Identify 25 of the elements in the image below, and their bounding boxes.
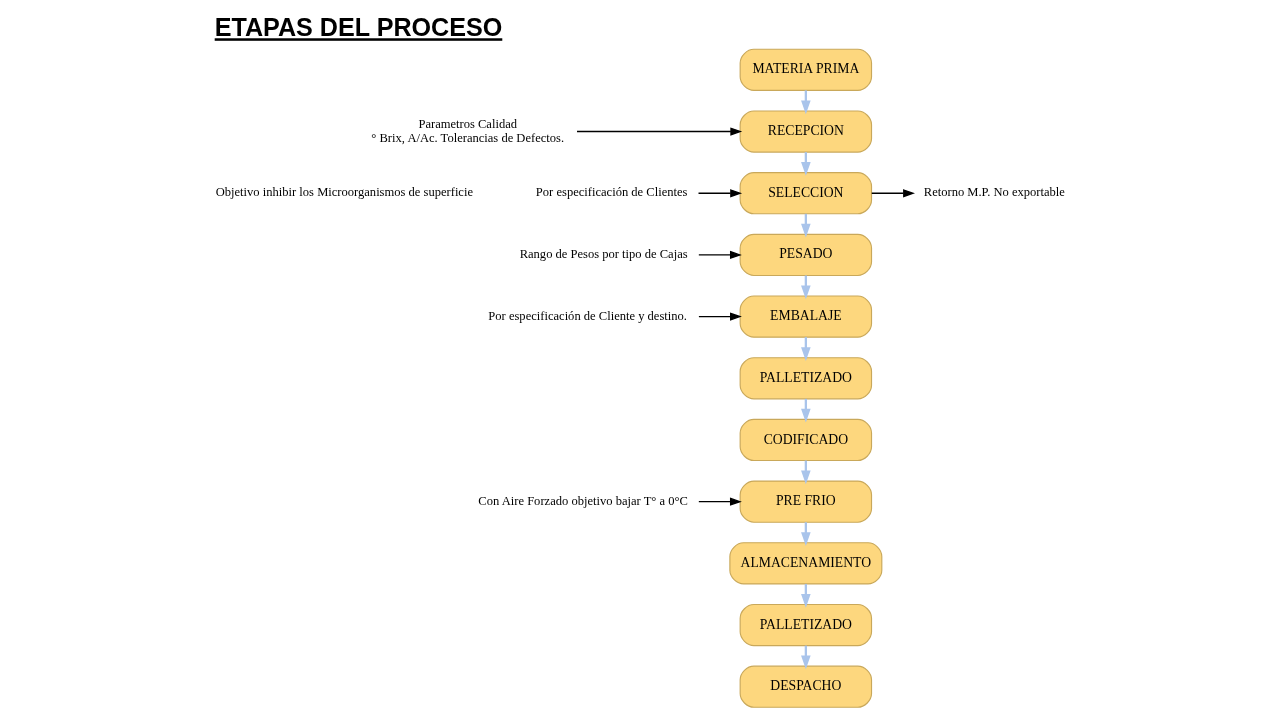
arrow [575, 127, 742, 136]
node-text: Con Aire Forzado objetivo bajar T° a 0°C [477, 493, 688, 508]
node-box: PALLETIZADO [739, 603, 872, 647]
node-text: Por especificación de Cliente y destino. [487, 308, 687, 323]
node-text: Retorno M.P. No exportable [923, 185, 1065, 200]
arrow [697, 250, 742, 260]
node-box: CODIFICADO [739, 418, 872, 462]
node-box: RECEPCION [739, 110, 872, 153]
diagram-title: ETAPAS DEL PROCESO [214, 13, 502, 42]
arrow [697, 189, 742, 198]
arrow [870, 189, 915, 198]
node-box: ALMACENAMIENTO [728, 542, 882, 585]
node-box: PALLETIZADO [739, 357, 872, 400]
arrow [697, 497, 742, 506]
node-box: SELECCION [739, 172, 872, 215]
label: Objetivo inhibir los Microorganismos de superficie [215, 185, 473, 200]
node-box: MATERIA PRIMA [739, 48, 872, 91]
node-box: DESPACHO [739, 665, 872, 708]
arrow [697, 312, 742, 321]
node-text: Por especificación de Clientes [535, 185, 687, 200]
node-text: Parametros Calidad ° Brix, A/Ac. Tolerancias de Defectos. [370, 116, 564, 145]
node-text: Rango de Pesos por tipo de Cajas [519, 247, 688, 262]
node-box: PRE FRIO [739, 480, 872, 523]
node-box: EMBALAJE [739, 295, 872, 338]
node-box: PESADO [739, 233, 872, 277]
